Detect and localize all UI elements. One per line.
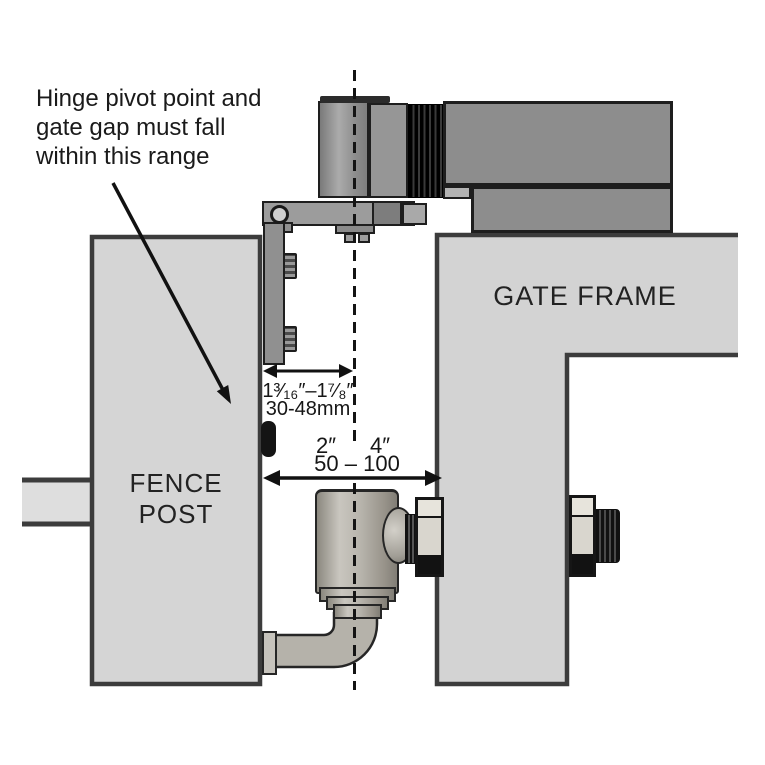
bracket-step [283, 222, 293, 233]
fence-post-label-line2: POST [138, 499, 214, 529]
post-edge-fitting [261, 421, 276, 457]
closer-body-upper [443, 101, 673, 186]
closer-body-lower [471, 186, 673, 233]
hinge-offset-dimension-arrow [263, 364, 353, 378]
mount-nut-right [569, 495, 596, 577]
pivot-collar [369, 103, 408, 198]
hinge-offset-metric: 30-48mm [265, 398, 351, 420]
gap-metric-range: 50 – 100 [314, 451, 400, 476]
fence-post-label: FENCE POST [92, 468, 260, 530]
bracket-plate [263, 222, 285, 365]
fence-post-label-line1: FENCE [129, 468, 223, 498]
bracket-bolt-lower [283, 326, 297, 352]
annotation-line-3: within this range [36, 143, 210, 170]
pointer-arrow [111, 182, 231, 404]
gap-max-inches: 4″ [370, 433, 391, 458]
mount-nut-left [415, 497, 444, 577]
gate-gap-dimension-arrow [263, 470, 442, 486]
center-line-upper [353, 70, 356, 445]
closer-step [443, 186, 471, 199]
annotation-note: Hinge pivot point and gate gap must fall… [36, 84, 262, 171]
center-line-lower [353, 483, 356, 690]
hinge-arm-tail [402, 203, 427, 225]
hinge-pivot-cylinder [318, 101, 369, 198]
fence-post-shape [89, 234, 263, 687]
bracket-hole [270, 205, 289, 224]
hinge-arm-clamp [372, 201, 402, 226]
closer-threaded-section [408, 104, 443, 198]
hinge-offset-inches: 1³⁄₁₆″–1⁷⁄₈″ [262, 380, 354, 402]
pipe-end-collar [262, 631, 277, 675]
gate-frame-shape [437, 235, 738, 684]
annotation-line-2: gate gap must fall [36, 114, 226, 141]
annotation-line-1: Hinge pivot point and [36, 85, 262, 112]
pivot-nut-right [358, 233, 370, 243]
fence-rail [22, 479, 92, 525]
bracket-bolt-upper [283, 253, 297, 279]
gate-frame-label: GATE FRAME [493, 281, 677, 311]
cylinder-ring-3 [333, 604, 382, 619]
gap-min-inches: 2″ [316, 433, 337, 458]
elbow-pipe [264, 611, 379, 669]
